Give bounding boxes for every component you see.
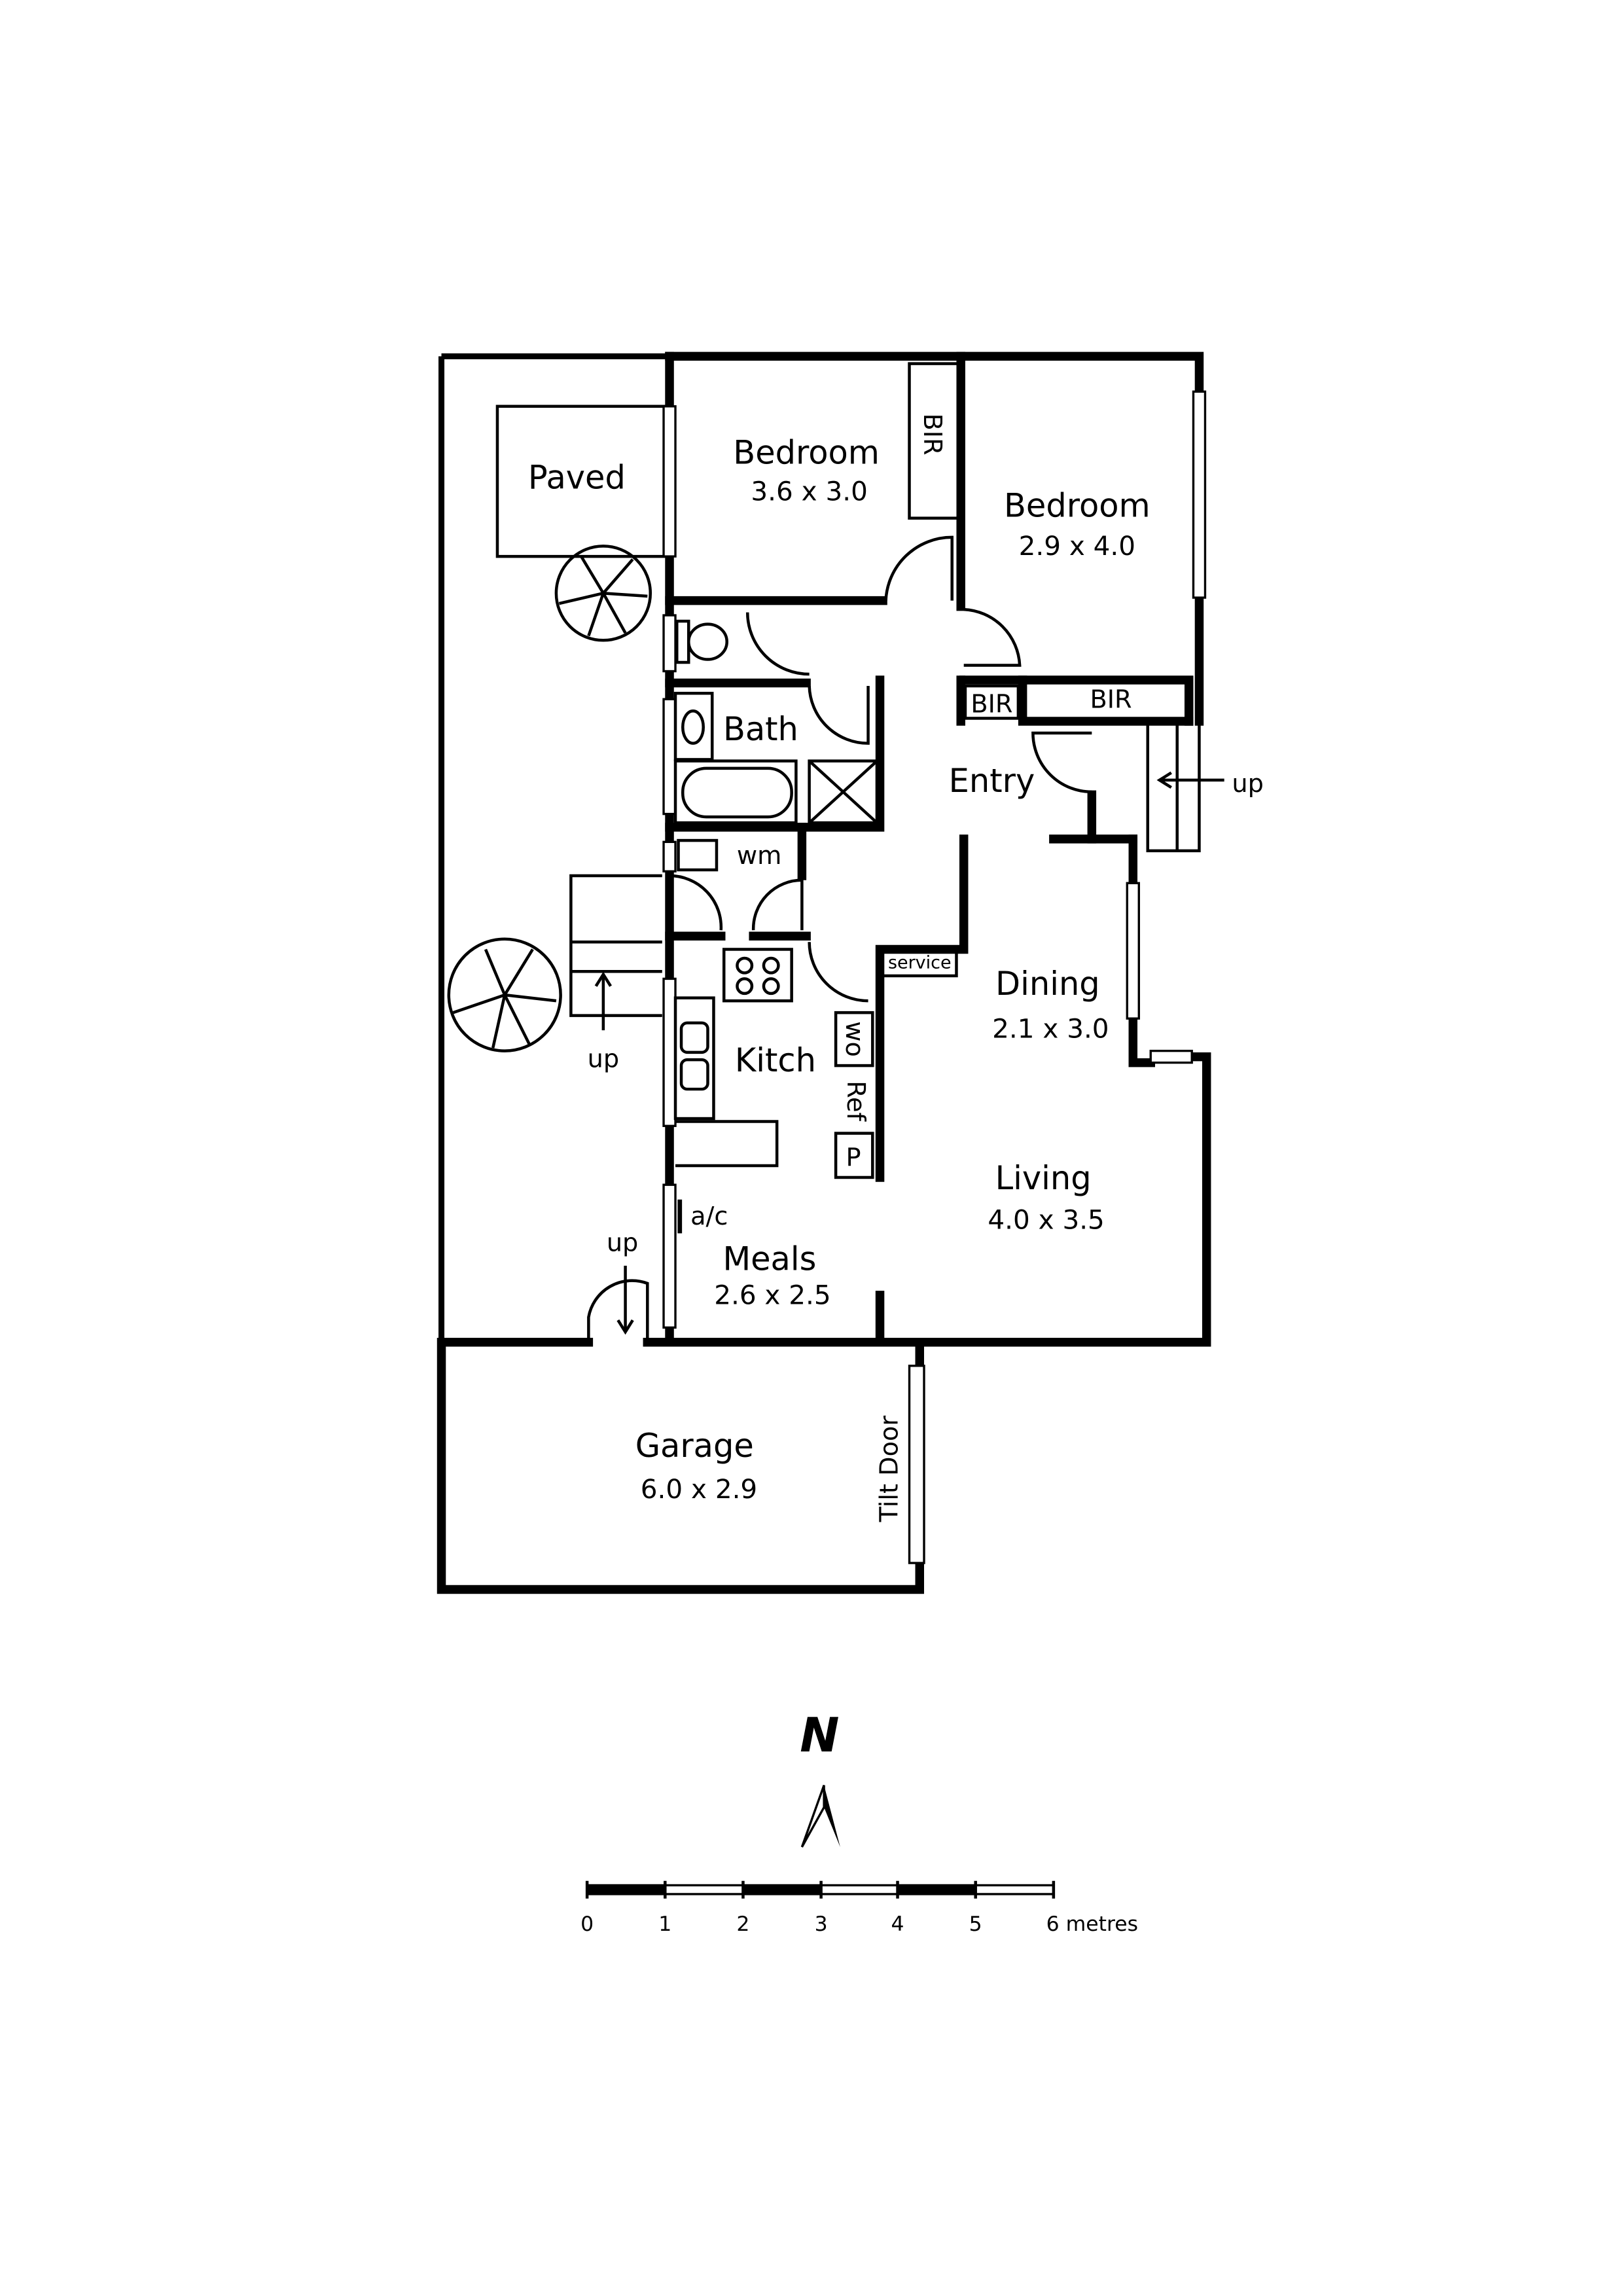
room-size-bedroom: 3.6 x 3.0 [751,476,867,507]
scale-labels: 0 1 2 3 4 5 6 metres [580,1912,1138,1936]
scale-tick: 5 [969,1912,982,1936]
room-size-dining: 2.1 x 3.0 [992,1013,1109,1044]
lot-boundary [438,353,670,1342]
room-label-kitchen: Kitch [735,1041,816,1079]
bathtub [673,759,798,825]
bir-label: BIR [918,413,946,455]
scale-bar [585,1880,1056,1899]
pantry-label: P [846,1143,861,1172]
wall-oven [834,1011,874,1067]
service-label: service [888,953,952,973]
pantry [834,1132,874,1179]
service-cupboard [878,948,958,978]
room-label-meals: Meals [722,1240,816,1278]
kitchen-bench [675,1120,779,1168]
toilet [675,619,728,664]
ref-label: Ref [841,1081,870,1122]
scale-tick: 3 [815,1912,828,1936]
tilt-door[interactable] [908,1365,925,1564]
scale-tick: 4 [891,1912,904,1936]
door-swings [587,535,1092,1342]
stairs-east [1146,721,1224,853]
bir-label: BIR [1090,686,1132,715]
bir-closet [908,362,963,520]
kitchen-sink [673,996,715,1121]
cooktop [722,948,793,1003]
room-label-living: Living [995,1159,1092,1197]
scale-tick: 1 [658,1912,671,1936]
north-label: N [800,1708,839,1763]
room-label-bedroom: Bedroom [733,433,880,471]
bir-closet [963,684,1020,720]
shower [808,759,879,825]
room-label-entry: Entry [949,762,1035,800]
basin [673,691,714,761]
room-label-bath: Bath [723,710,798,748]
wo-label: wo [840,1021,868,1057]
stairs-west [569,874,662,1031]
north-arrow-icon [800,1784,840,1848]
room-size-meals: 2.6 x 2.5 [714,1279,830,1310]
room-label-garage: Garage [635,1427,754,1465]
tilt-door-label: Tilt Door [876,1416,904,1523]
room-size-bedroom: 2.9 x 4.0 [1019,530,1135,562]
scale-tick: 0 [580,1912,594,1936]
stairs-garage-arrow [616,1265,634,1335]
room-label-paved: Paved [528,459,626,497]
stairs-up-label: up [1232,770,1263,798]
scale-tick: 2 [736,1912,749,1936]
stairs-up-label: up [607,1229,638,1257]
windows [662,390,1207,1329]
stairs-up-label: up [588,1045,619,1073]
room-size-garage: 6.0 x 2.9 [641,1473,757,1505]
tree-icon [447,937,562,1052]
ac-label: a/c [690,1202,728,1231]
wm-label: wm [737,842,782,870]
garage-walls [437,1338,925,1594]
bir-label: BIR [971,690,1012,719]
room-label-dining: Dining [995,965,1100,1003]
room-size-living: 4.0 x 3.5 [988,1204,1104,1236]
tree-icon [554,545,652,642]
room-label-bedroom: Bedroom [1004,486,1150,524]
scale-tick: 6 metres [1046,1912,1138,1936]
washing-machine [677,838,719,872]
